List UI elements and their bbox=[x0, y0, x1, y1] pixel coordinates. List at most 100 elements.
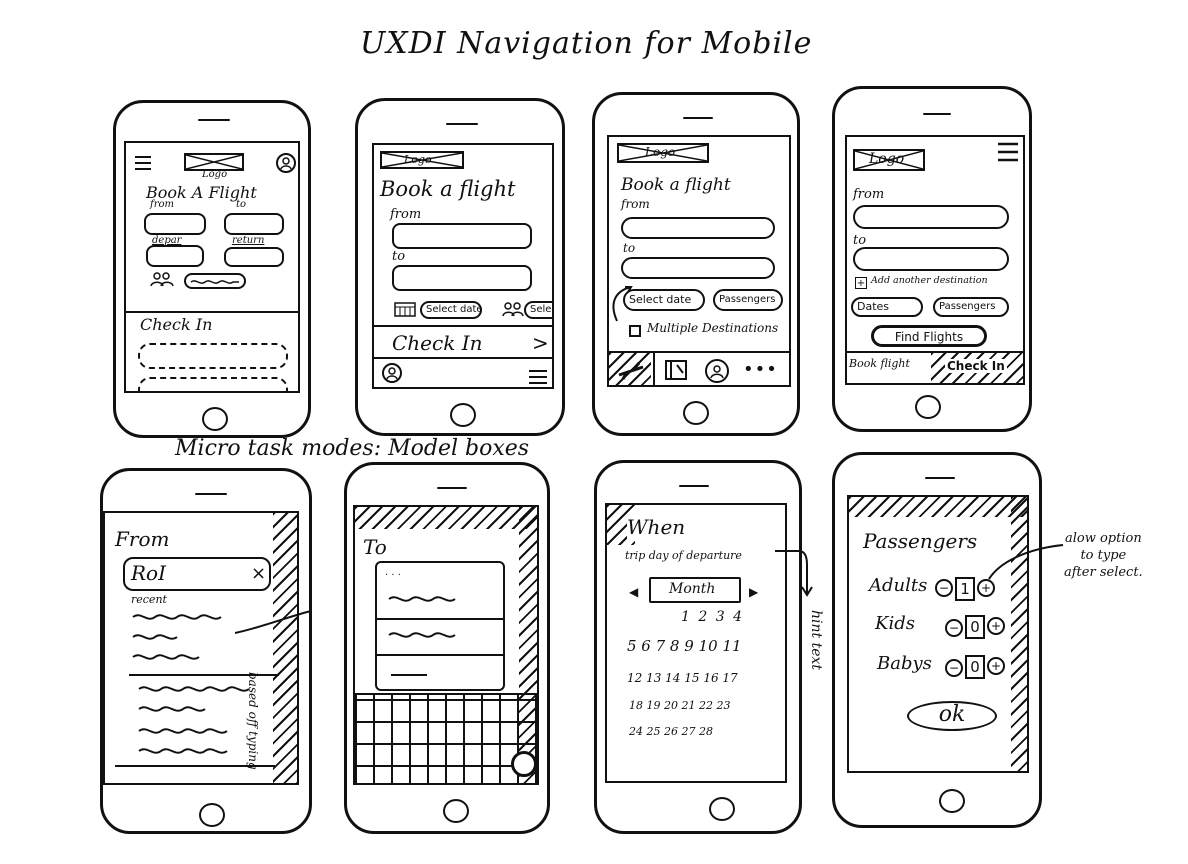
trip-day-label: trip day of departure bbox=[625, 549, 742, 562]
tab-check-in-active[interactable]: Check In bbox=[931, 353, 1023, 383]
passengers-icon[interactable] bbox=[150, 271, 174, 287]
next-month-icon[interactable]: ▶ bbox=[749, 585, 759, 599]
to-field[interactable] bbox=[224, 213, 284, 235]
section-divider bbox=[126, 311, 298, 313]
from-field[interactable] bbox=[392, 223, 532, 249]
book-flight-heading: Book A Flight bbox=[146, 183, 257, 202]
check-in-field-2[interactable] bbox=[138, 377, 288, 391]
check-in-field[interactable] bbox=[138, 343, 288, 369]
chevron-right-icon[interactable]: > bbox=[532, 331, 549, 355]
hint-text-note: hint text bbox=[808, 610, 824, 671]
kids-count[interactable]: 0 bbox=[965, 615, 985, 639]
select-date-button[interactable]: Select date bbox=[420, 301, 483, 319]
speaker-slot bbox=[683, 117, 713, 119]
annotation-arrow bbox=[985, 543, 1065, 583]
modal-backdrop-hatch bbox=[355, 507, 537, 529]
logo-label: Logo bbox=[202, 169, 228, 180]
hamburger-menu-icon[interactable] bbox=[134, 155, 152, 171]
user-profile-icon[interactable] bbox=[705, 359, 729, 383]
tab-book-flight[interactable]: Book flight bbox=[849, 357, 910, 370]
type-option-note-line-2: to type bbox=[1080, 548, 1127, 563]
phone-screen-6: To . . . bbox=[353, 505, 539, 785]
keyboard-action-key[interactable] bbox=[511, 751, 537, 777]
speaker-slot bbox=[925, 477, 955, 479]
from-field[interactable] bbox=[853, 205, 1009, 229]
to-results-card[interactable]: . . . bbox=[375, 561, 505, 691]
add-icon[interactable]: + bbox=[855, 277, 867, 289]
from-search-input[interactable]: RoI × bbox=[123, 557, 271, 591]
calendar-icon[interactable] bbox=[394, 301, 416, 317]
kids-decrement-button[interactable]: − bbox=[945, 619, 963, 637]
user-profile-icon[interactable] bbox=[276, 153, 296, 173]
keyboard-grid[interactable] bbox=[355, 693, 537, 783]
depart-field[interactable] bbox=[146, 245, 204, 267]
based-off-typing-note: based off typing bbox=[246, 672, 260, 770]
calendar-row-2[interactable]: 5 6 7 8 9 10 11 bbox=[627, 637, 742, 655]
calendar-row-1[interactable]: 1 2 3 4 bbox=[681, 609, 744, 625]
modal-backdrop-hatch-right bbox=[1011, 497, 1027, 771]
sketch-title: UXDI Navigation for Mobile bbox=[360, 26, 813, 61]
from-field[interactable] bbox=[621, 217, 775, 239]
check-in-link[interactable]: Check In bbox=[392, 331, 483, 355]
to-modal-heading: To bbox=[363, 535, 387, 559]
calendar-row-5[interactable]: 24 25 26 27 28 bbox=[629, 725, 713, 738]
phone-screen-5: From RoI × recent bbox=[103, 511, 299, 785]
recent-results-list[interactable] bbox=[129, 609, 279, 759]
passengers-button[interactable]: Passengers bbox=[933, 297, 1009, 317]
prev-month-icon[interactable]: ◀ bbox=[629, 585, 639, 599]
modal-bottom-edge bbox=[115, 765, 275, 767]
ok-button[interactable]: ok bbox=[907, 701, 997, 731]
month-selector[interactable]: Month bbox=[649, 577, 741, 603]
to-field[interactable] bbox=[621, 257, 775, 279]
checkbox[interactable] bbox=[629, 325, 641, 337]
book-flight-heading: Book a flight bbox=[621, 175, 731, 195]
dates-button[interactable]: Dates bbox=[851, 297, 923, 317]
user-profile-icon[interactable] bbox=[382, 363, 402, 383]
select-date-button[interactable]: Select date bbox=[623, 289, 705, 311]
type-option-note-line-1: alow option bbox=[1064, 531, 1142, 546]
check-in-ticket-icon[interactable] bbox=[663, 357, 691, 383]
select-passengers-button[interactable]: Passengers bbox=[713, 289, 783, 311]
more-icon[interactable]: ••• bbox=[743, 359, 778, 380]
ok-label: ok bbox=[938, 702, 966, 727]
adults-decrement-button[interactable]: − bbox=[935, 579, 953, 597]
home-button bbox=[709, 797, 735, 821]
home-button bbox=[202, 407, 228, 431]
phone-sketch-1: Logo Book A Flight from to depar return … bbox=[113, 100, 311, 438]
tab-divider bbox=[653, 353, 655, 385]
to-label: to bbox=[623, 241, 636, 255]
select-passengers-button[interactable]: Select bbox=[524, 301, 552, 319]
home-button bbox=[443, 799, 469, 823]
babys-decrement-button[interactable]: − bbox=[945, 659, 963, 677]
add-destination-link[interactable]: Add another destination bbox=[871, 275, 988, 286]
return-field[interactable] bbox=[224, 247, 284, 267]
phone-sketch-6: To . . . bbox=[344, 462, 550, 834]
phone-screen-7: When trip day of departure ◀ Month ▶ 1 2… bbox=[605, 503, 787, 783]
passengers-modal-heading: Passengers bbox=[863, 529, 978, 553]
babys-increment-button[interactable]: + bbox=[987, 657, 1005, 675]
find-flights-button[interactable]: Find Flights bbox=[871, 325, 987, 347]
hamburger-menu-icon[interactable] bbox=[997, 141, 1019, 163]
type-option-note: alow option to type after select. bbox=[1064, 530, 1143, 581]
tab-flights-active[interactable] bbox=[609, 353, 651, 385]
adults-count[interactable]: 1 bbox=[955, 577, 975, 601]
from-field[interactable] bbox=[144, 213, 206, 235]
kids-increment-button[interactable]: + bbox=[987, 617, 1005, 635]
to-field[interactable] bbox=[392, 265, 532, 291]
month-label: Month bbox=[669, 581, 716, 597]
tab-check-in-label: Check In bbox=[945, 359, 1007, 373]
hamburger-menu-icon[interactable] bbox=[528, 369, 548, 385]
hint-arrow bbox=[775, 547, 815, 597]
to-field[interactable] bbox=[853, 247, 1009, 271]
logo-label: Logo bbox=[869, 151, 905, 167]
search-button[interactable] bbox=[184, 273, 246, 289]
passengers-icon[interactable] bbox=[502, 301, 524, 317]
calendar-row-4[interactable]: 18 19 20 21 22 23 bbox=[629, 699, 731, 712]
home-button bbox=[939, 789, 965, 813]
clear-icon[interactable]: × bbox=[251, 563, 267, 584]
adults-increment-button[interactable]: + bbox=[977, 579, 995, 597]
when-modal-heading: When bbox=[627, 515, 686, 539]
calendar-row-3[interactable]: 12 13 14 15 16 17 bbox=[627, 671, 738, 685]
babys-count[interactable]: 0 bbox=[965, 655, 985, 679]
from-label: from bbox=[150, 199, 174, 210]
